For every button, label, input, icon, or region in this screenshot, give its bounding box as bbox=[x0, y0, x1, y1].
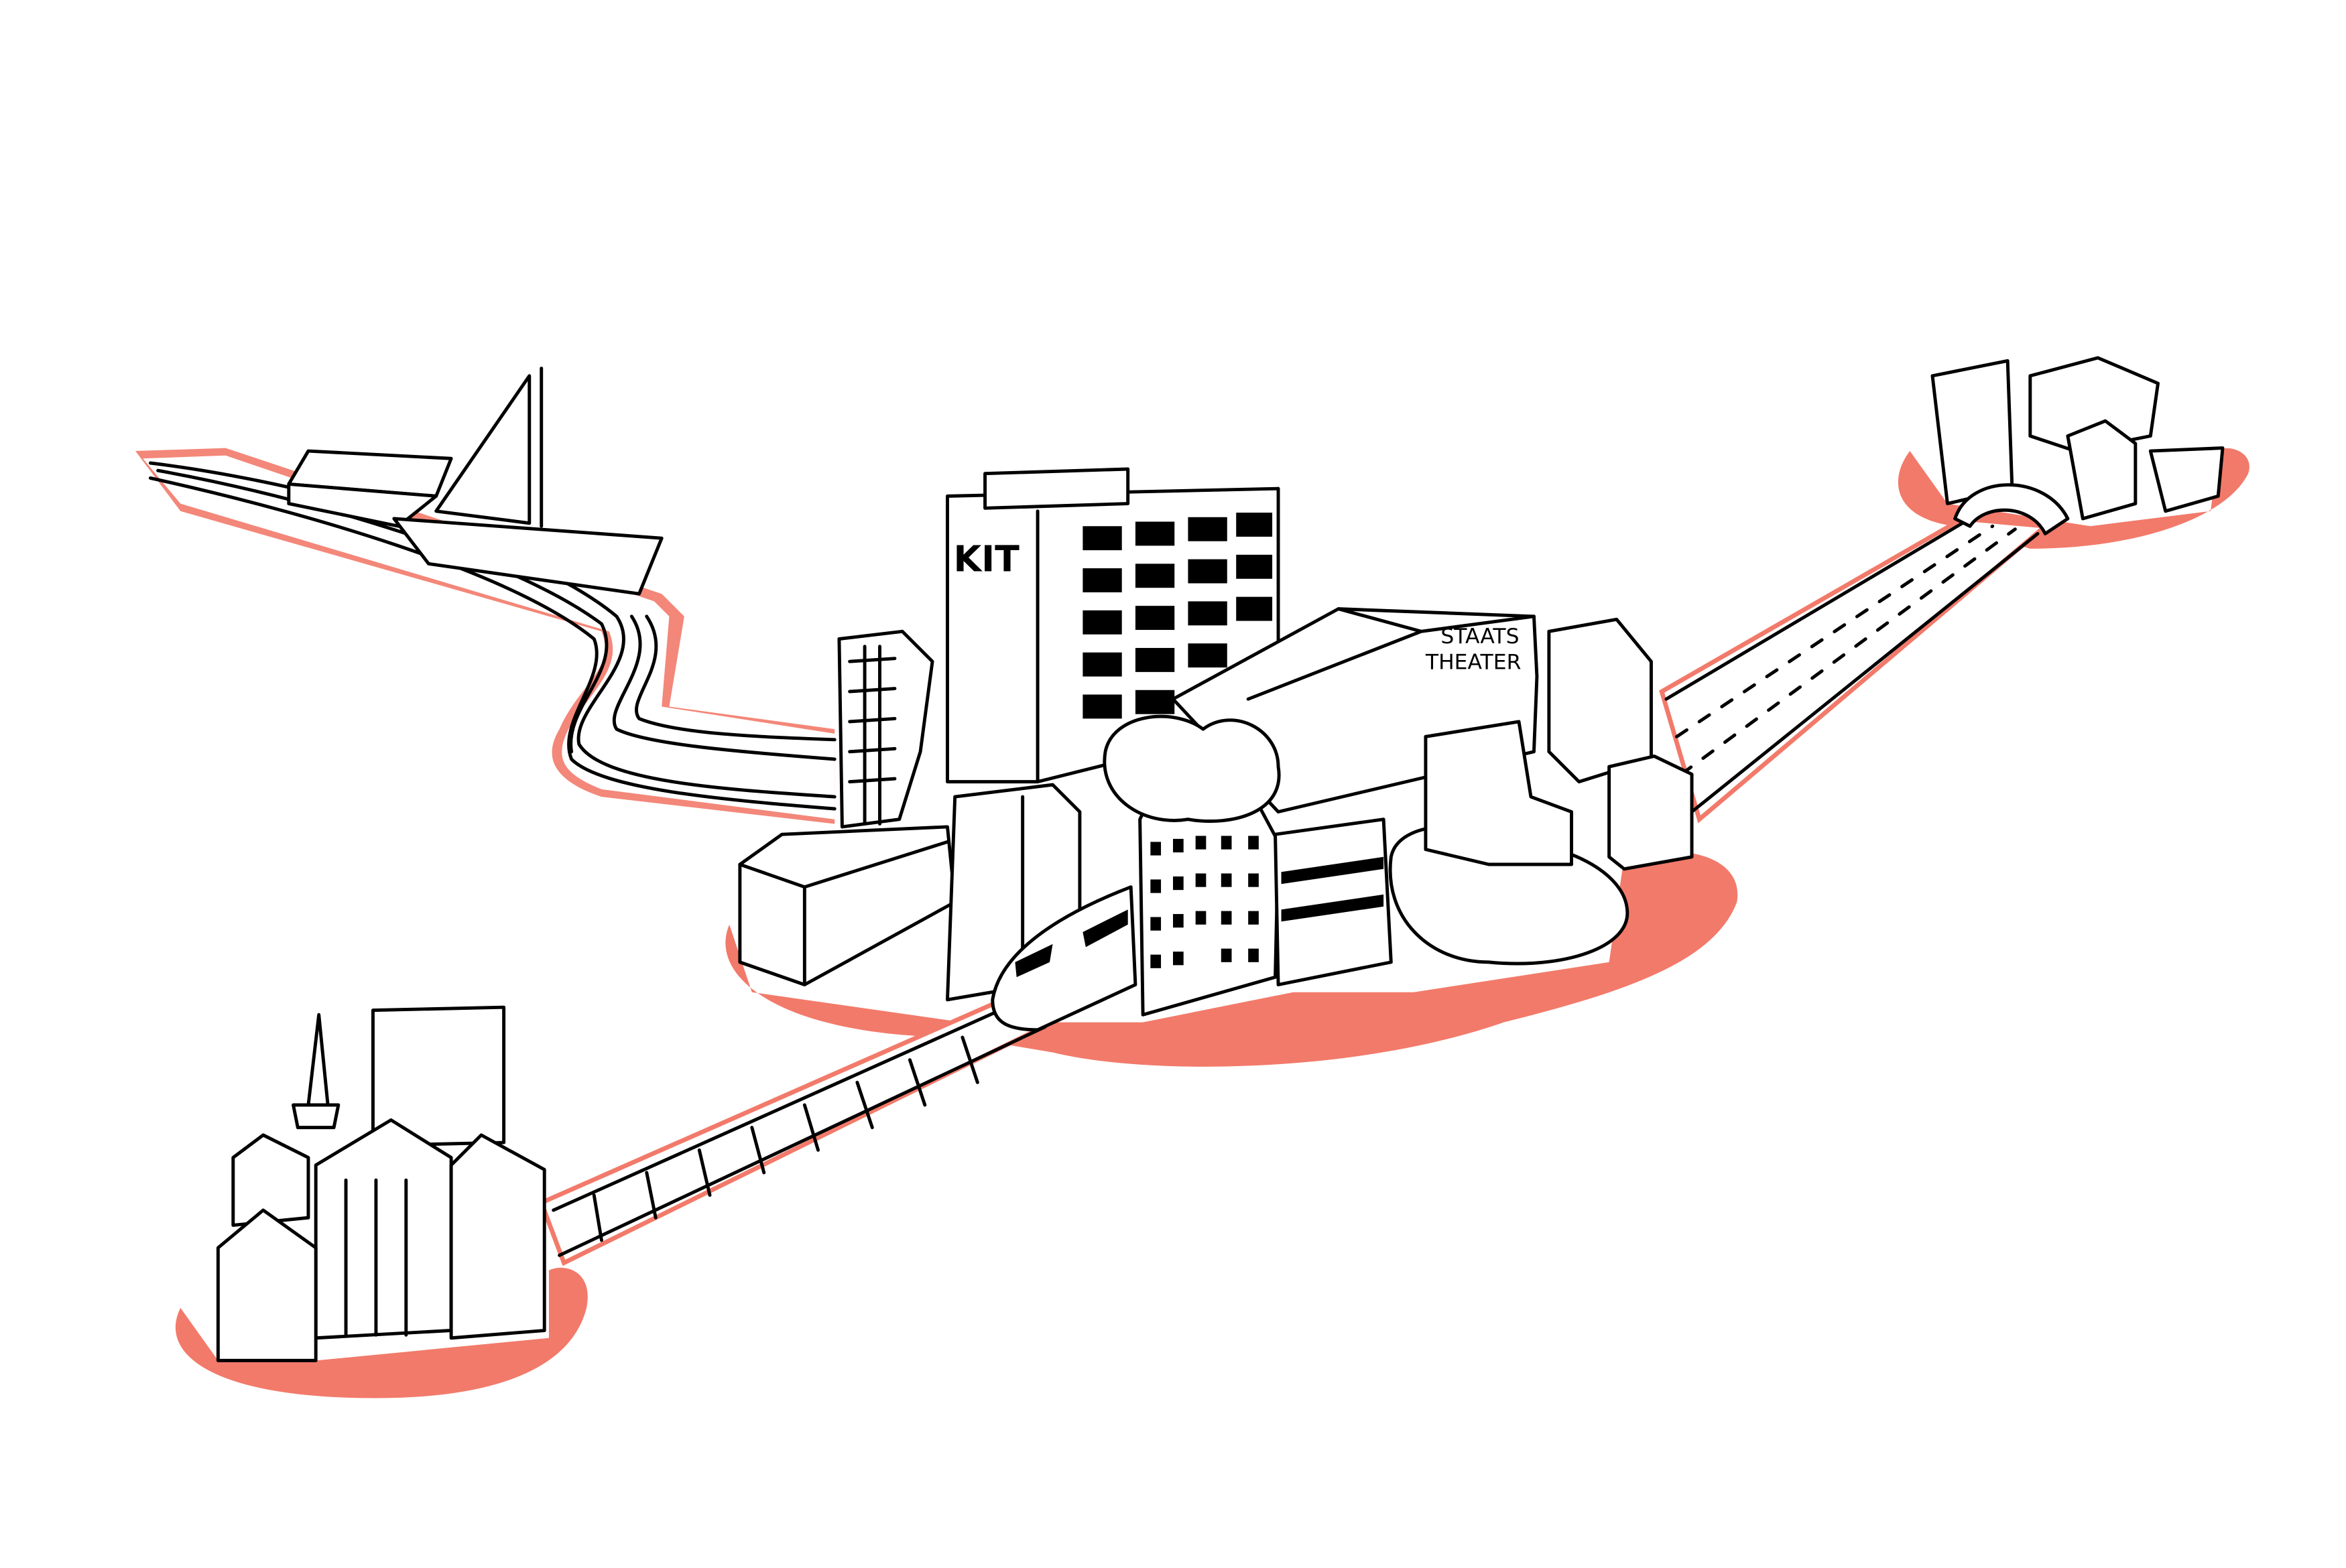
cargo-ship bbox=[287, 449, 453, 528]
sawtooth-building bbox=[738, 825, 957, 986]
sailboat bbox=[392, 367, 664, 596]
river bbox=[143, 455, 835, 820]
center-island bbox=[725, 851, 1738, 1067]
theater-sign-line2: THEATER bbox=[1425, 650, 1521, 674]
railway bbox=[538, 1002, 1059, 1266]
left-island bbox=[175, 1267, 588, 1398]
train bbox=[991, 885, 1137, 1032]
glass-tower bbox=[837, 629, 934, 829]
residential-blocks bbox=[1138, 780, 1393, 1017]
left-city bbox=[216, 1005, 546, 1362]
theater-sign-line1: STAATS bbox=[1440, 625, 1519, 649]
kit-logo: KIT bbox=[953, 538, 1020, 580]
highway bbox=[1659, 516, 2051, 824]
river-lines bbox=[148, 461, 837, 811]
right-city bbox=[1930, 356, 2225, 535]
right-towers bbox=[1424, 617, 1694, 871]
